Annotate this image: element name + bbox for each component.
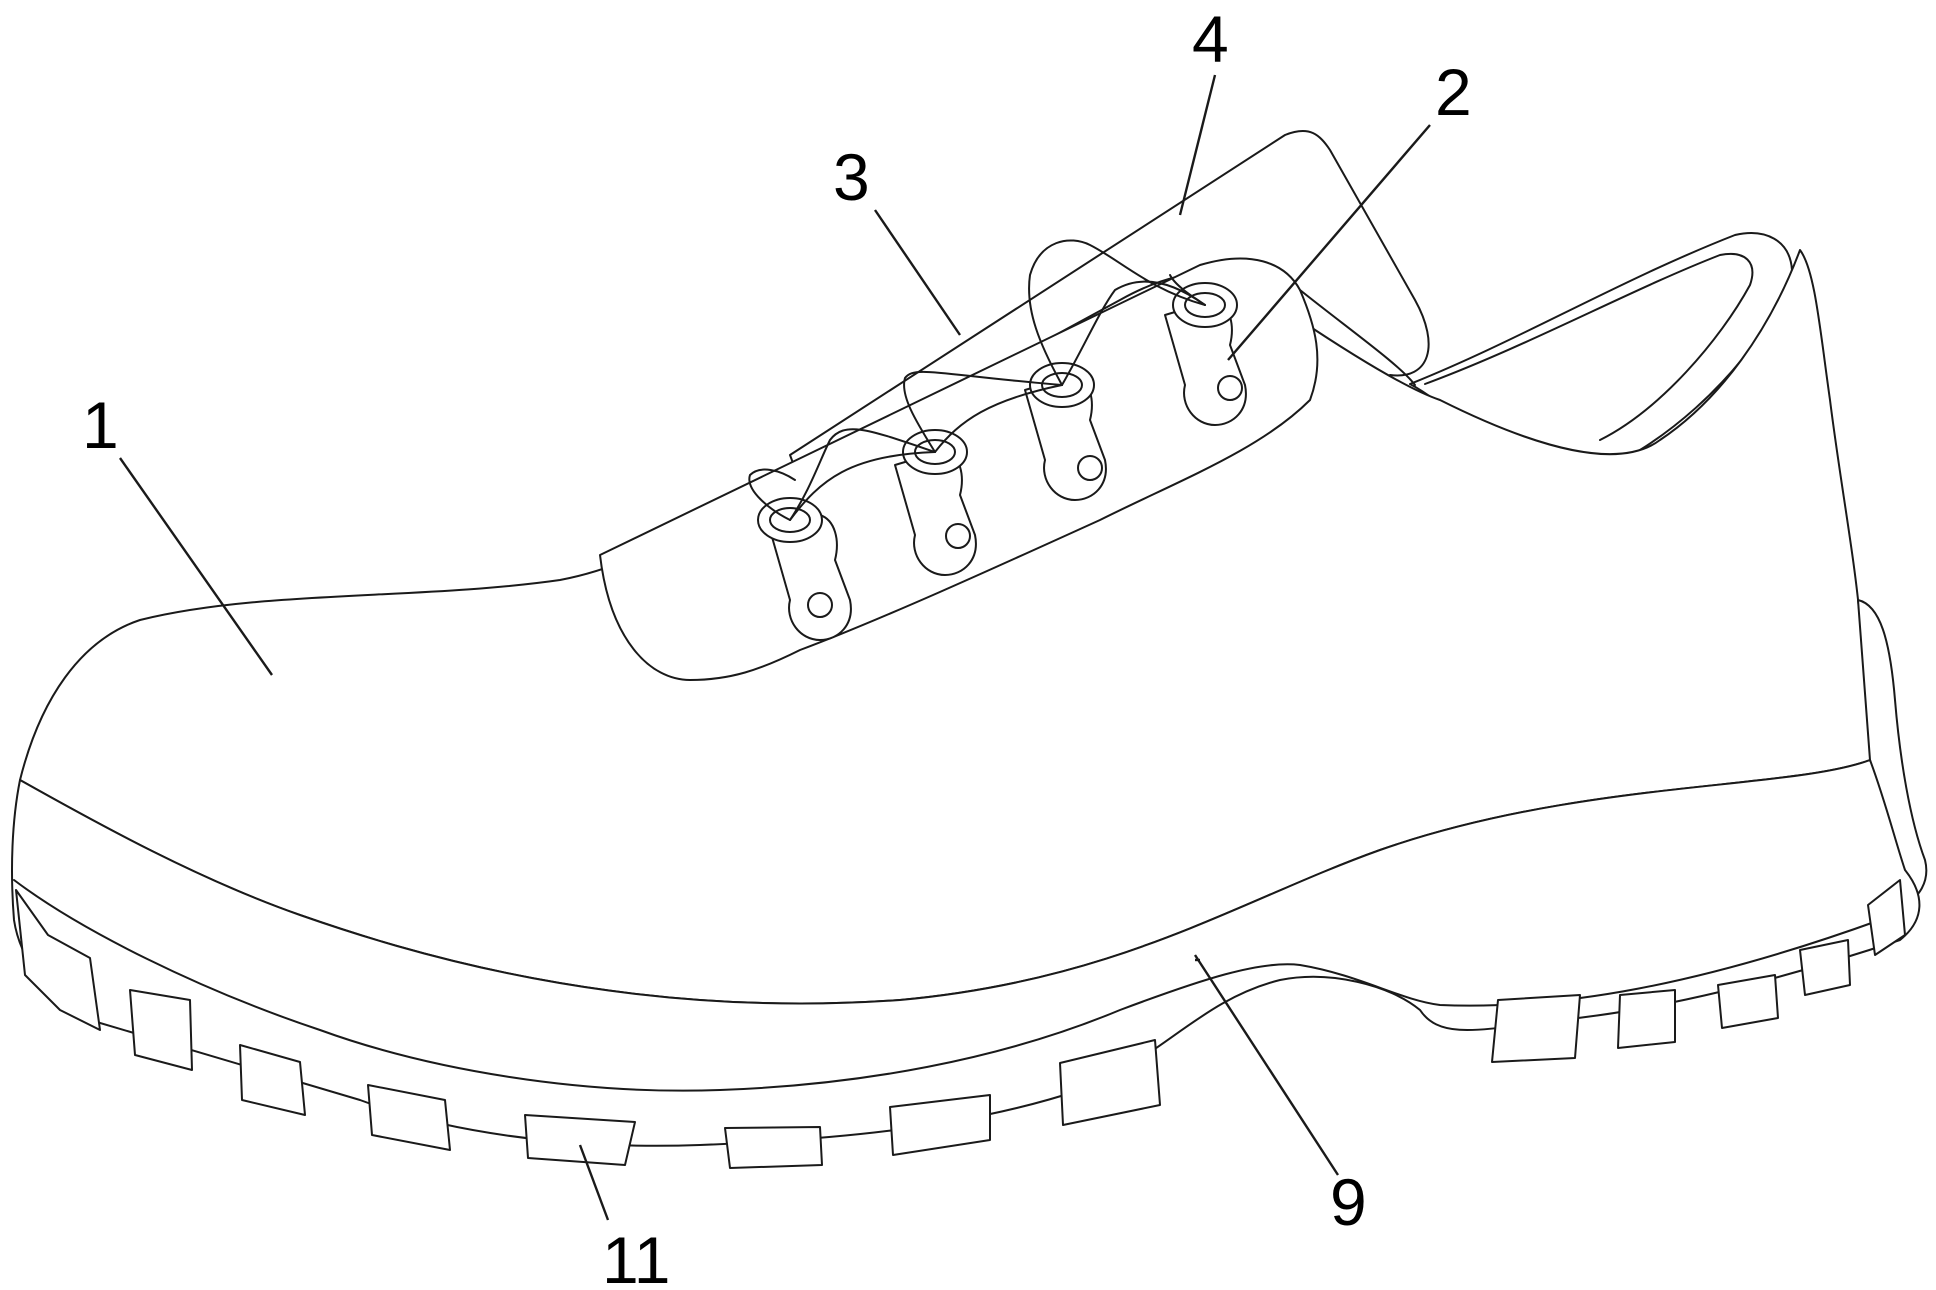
label-tongue: 4 xyxy=(1192,2,1229,76)
label-sole: 9 xyxy=(1330,1165,1367,1239)
tread-block xyxy=(1492,995,1580,1062)
tread-block xyxy=(130,990,192,1070)
tread-block xyxy=(1618,990,1675,1048)
tread-block xyxy=(525,1115,635,1165)
label-lace: 3 xyxy=(833,140,870,214)
leader-sole-line xyxy=(1195,955,1338,1175)
tread-block xyxy=(1800,940,1850,995)
tread-block xyxy=(1718,975,1778,1028)
tread-block xyxy=(725,1127,822,1168)
label-eyelet: 2 xyxy=(1435,55,1472,129)
label-tread-block: 11 xyxy=(602,1223,671,1290)
label-upper: 1 xyxy=(82,388,119,462)
leader-lace xyxy=(875,210,960,335)
